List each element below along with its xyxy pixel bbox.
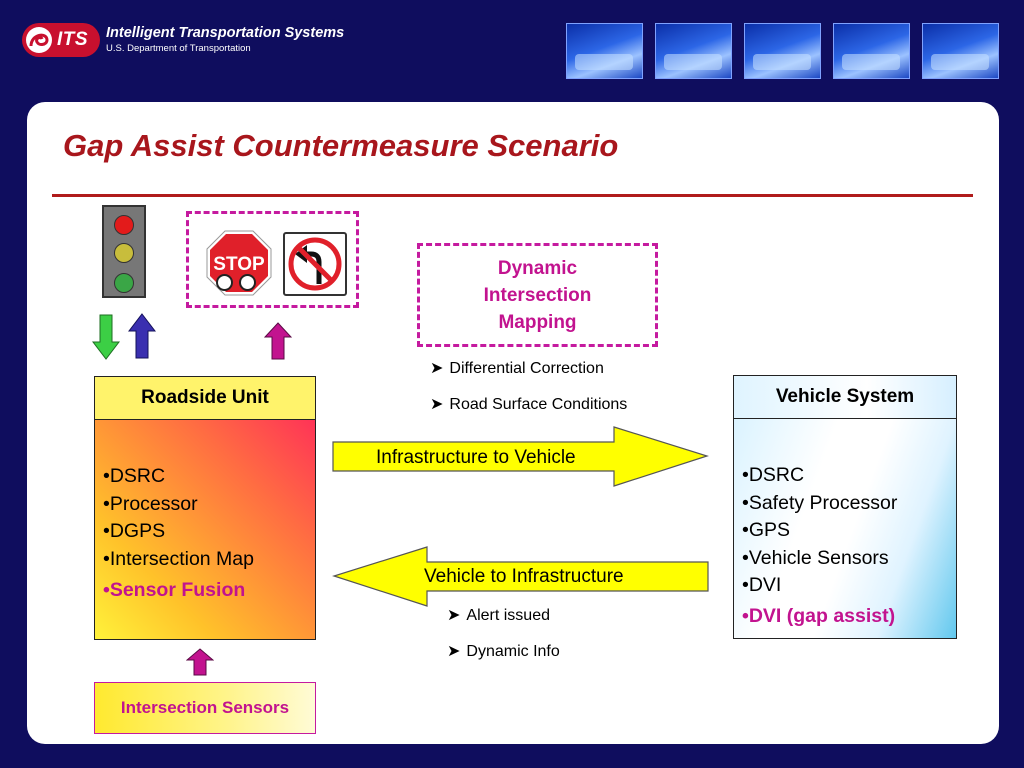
no-left-turn-sign-icon [283,232,347,296]
list-item: GPS [742,517,897,545]
dynamic-mapping-box: Dynamic Intersection Mapping [417,243,658,347]
list-item: DSRC [742,462,897,490]
arrow-bullet-icon: ➤ [447,643,461,660]
up-arrow-icon [128,313,156,359]
sensor-dot-icon [239,274,256,291]
up-arrow-icon [264,322,292,360]
brand-name: Intelligent Transportation Systems [106,25,345,41]
roadside-unit-list: DSRC Processor DGPS Intersection Map [103,463,254,573]
traffic-signs-group: STOP [186,211,359,308]
v2i-bullet: ➤ Dynamic Info [447,641,560,661]
dot-swirl-icon [26,27,52,53]
logo-text: ITS [57,29,89,50]
arrow-bullet-icon: ➤ [447,607,461,624]
title-divider [52,194,973,197]
yellow-lamp [114,243,134,263]
vehicle-system-highlight: DVI (gap assist) [742,605,895,628]
its-logo: ITS [22,23,100,57]
traffic-light-icon [102,205,146,298]
green-lamp [114,273,134,293]
list-item: DGPS [103,518,254,546]
slide-title: Gap Assist Countermeasure Scenario [63,128,619,163]
mapping-label: Dynamic Intersection Mapping [483,257,592,333]
left-arrow-icon [332,546,709,607]
mapping-bullet: ➤ Road Surface Conditions [430,394,627,414]
truck-photo [922,23,999,79]
roadside-unit-title: Roadside Unit [95,377,315,420]
arrow-bullet-icon: ➤ [430,396,444,413]
header-bar: ITS Intelligent Transportation Systems U… [0,0,1024,100]
roadside-unit-box: Roadside Unit DSRC Processor DGPS Inters… [94,376,316,640]
intersection-sensors-box: Intersection Sensors [94,682,316,734]
v2i-bullet-text: Dynamic Info [466,643,560,660]
roadside-unit-highlight: Sensor Fusion [103,579,245,602]
right-arrow-icon [332,426,709,487]
intersection-sensors-label: Intersection Sensors [120,698,290,717]
mapping-bullet-text: Road Surface Conditions [449,396,628,413]
down-arrow-icon [92,314,120,360]
i2v-label: Infrastructure to Vehicle [376,447,576,468]
arrow-bullet-icon: ➤ [430,360,444,377]
sensor-dot-icon [216,274,233,291]
vehicle-system-title: Vehicle System [734,376,956,419]
road-at-night-photo [566,23,643,79]
mapping-bullet-text: Differential Correction [449,360,604,377]
mapping-bullet: ➤ Differential Correction [430,358,604,378]
red-lamp [114,215,134,235]
list-item: Processor [103,491,254,519]
v2i-bullet: ➤ Alert issued [447,605,550,625]
highway-photo [833,23,910,79]
list-item: Safety Processor [742,490,897,518]
traffic-photo [744,23,821,79]
stop-sign-text: STOP [213,254,265,275]
up-arrow-icon [186,648,214,676]
list-item: DVI [742,572,897,600]
vehicle-system-box: Vehicle System DSRC Safety Processor GPS… [733,375,957,639]
list-item: Intersection Map [103,546,254,574]
list-item: Vehicle Sensors [742,545,897,573]
vehicle-system-list: DSRC Safety Processor GPS Vehicle Sensor… [742,462,897,600]
brand-subtitle: U.S. Department of Transportation [106,43,251,54]
ambulance-photo [655,23,732,79]
v2i-label: Vehicle to Infrastructure [424,566,624,587]
list-item: DSRC [103,463,254,491]
v2i-bullet-text: Alert issued [466,607,550,624]
